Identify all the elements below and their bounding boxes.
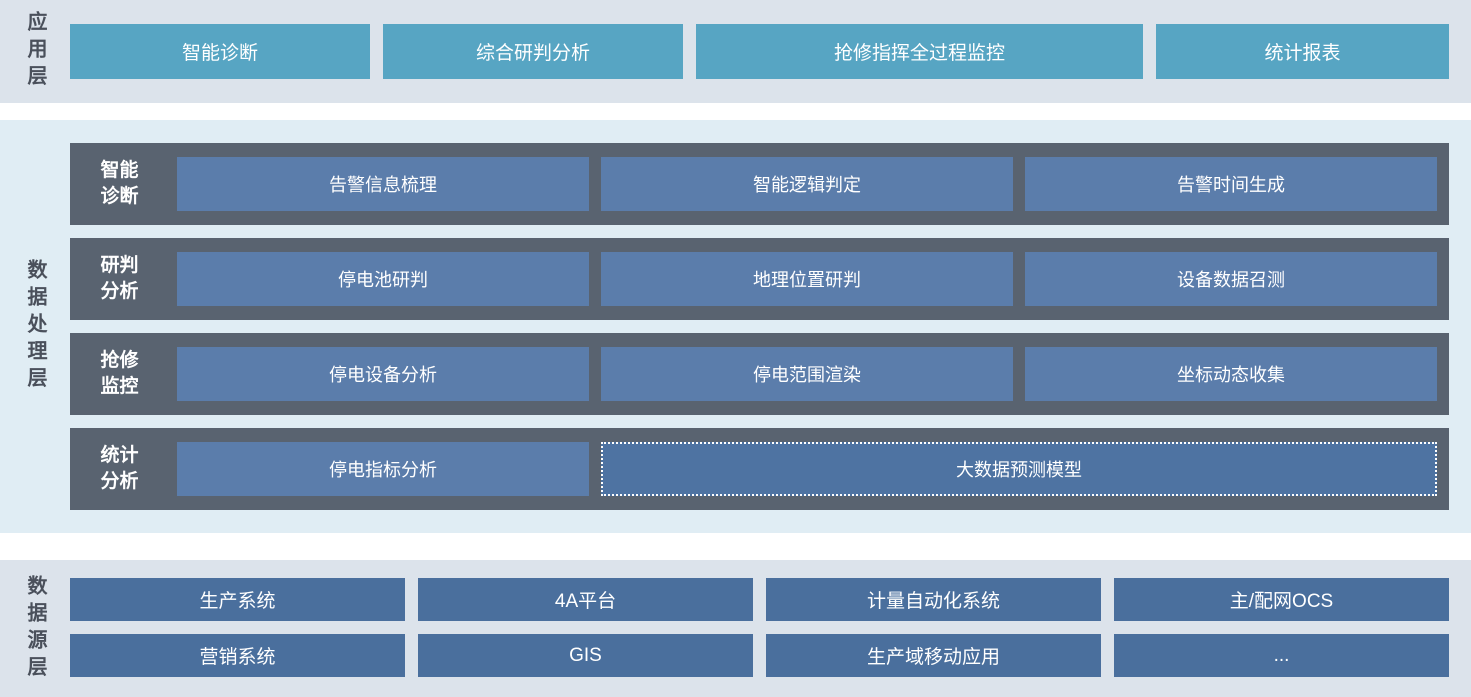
source-box-gis: GIS: [418, 634, 753, 677]
box-device-data-retrieval: 设备数据召测: [1025, 252, 1437, 306]
row-boxes: 停电指标分析 大数据预测模型: [177, 442, 1437, 496]
source-box-more: ...: [1114, 634, 1449, 677]
box-intelligent-logic-judgment: 智能逻辑判定: [601, 157, 1013, 211]
processing-row-judgment-analysis: 研判分析 停电池研判 地理位置研判 设备数据召测: [70, 238, 1449, 320]
row-boxes: 告警信息梳理 智能逻辑判定 告警时间生成: [177, 157, 1437, 211]
application-layer-section: 应用层 智能诊断 综合研判分析 抢修指挥全过程监控 统计报表: [0, 0, 1471, 103]
data-source-rows: 生产系统 4A平台 计量自动化系统 主/配网OCS 营销系统 GIS 生产域移动…: [70, 560, 1471, 697]
section-divider: [0, 533, 1471, 560]
row-boxes: 停电设备分析 停电范围渲染 坐标动态收集: [177, 347, 1437, 401]
box-outage-battery-analysis: 停电池研判: [177, 252, 589, 306]
row-title-repair-monitoring: 抢修监控: [100, 350, 139, 397]
app-block-statistical-reports: 统计报表: [1156, 24, 1449, 79]
source-box-marketing-system: 营销系统: [70, 634, 405, 677]
box-outage-device-analysis: 停电设备分析: [177, 347, 589, 401]
section-divider: [0, 103, 1471, 120]
data-source-layer-label: 数据源层: [24, 574, 46, 683]
data-processing-layer-section: 数据处理层 智能诊断 告警信息梳理 智能逻辑判定 告警时间生成 研判分析 停电池…: [0, 120, 1471, 533]
row-title-judgment-analysis: 研判分析: [100, 255, 139, 302]
app-block-comprehensive-analysis: 综合研判分析: [383, 24, 683, 79]
box-outage-indicator-analysis: 停电指标分析: [177, 442, 589, 496]
row-title-statistical-analysis: 统计分析: [100, 445, 139, 492]
row-title-column: 智能诊断: [70, 158, 177, 209]
source-box-main-distribution-ocs: 主/配网OCS: [1114, 578, 1449, 621]
source-box-production-system: 生产系统: [70, 578, 405, 621]
source-box-metering-automation-system: 计量自动化系统: [766, 578, 1101, 621]
app-block-repair-command-monitoring: 抢修指挥全过程监控: [696, 24, 1143, 79]
box-outage-range-rendering: 停电范围渲染: [601, 347, 1013, 401]
application-layer-label: 应用层: [24, 11, 46, 92]
source-box-4a-platform: 4A平台: [418, 578, 753, 621]
application-layer-label-column: 应用层: [0, 0, 70, 103]
app-block-intelligent-diagnosis: 智能诊断: [70, 24, 370, 79]
data-source-layer-section: 数据源层 生产系统 4A平台 计量自动化系统 主/配网OCS 营销系统 GIS …: [0, 560, 1471, 697]
source-row-2: 营销系统 GIS 生产域移动应用 ...: [70, 634, 1449, 677]
row-title-column: 研判分析: [70, 253, 177, 304]
box-geographic-location-analysis: 地理位置研判: [601, 252, 1013, 306]
processing-row-repair-monitoring: 抢修监控 停电设备分析 停电范围渲染 坐标动态收集: [70, 333, 1449, 415]
application-layer-blocks: 智能诊断 综合研判分析 抢修指挥全过程监控 统计报表: [70, 0, 1471, 103]
data-processing-layer-label-column: 数据处理层: [0, 120, 70, 533]
box-alarm-info-sorting: 告警信息梳理: [177, 157, 589, 211]
processing-row-statistical-analysis: 统计分析 停电指标分析 大数据预测模型: [70, 428, 1449, 510]
source-box-production-mobile-app: 生产域移动应用: [766, 634, 1101, 677]
box-coordinate-dynamic-collection: 坐标动态收集: [1025, 347, 1437, 401]
processing-row-intelligent-diagnosis: 智能诊断 告警信息梳理 智能逻辑判定 告警时间生成: [70, 143, 1449, 225]
data-processing-rows: 智能诊断 告警信息梳理 智能逻辑判定 告警时间生成 研判分析 停电池研判 地理位…: [70, 120, 1471, 533]
source-row-1: 生产系统 4A平台 计量自动化系统 主/配网OCS: [70, 578, 1449, 621]
row-title-column: 抢修监控: [70, 348, 177, 399]
data-processing-layer-label: 数据处理层: [24, 259, 46, 394]
row-boxes: 停电池研判 地理位置研判 设备数据召测: [177, 252, 1437, 306]
row-title-intelligent-diagnosis: 智能诊断: [100, 160, 139, 207]
box-alarm-time-generation: 告警时间生成: [1025, 157, 1437, 211]
data-source-layer-label-column: 数据源层: [0, 560, 70, 697]
row-title-column: 统计分析: [70, 443, 177, 494]
box-big-data-prediction-model: 大数据预测模型: [601, 442, 1437, 496]
